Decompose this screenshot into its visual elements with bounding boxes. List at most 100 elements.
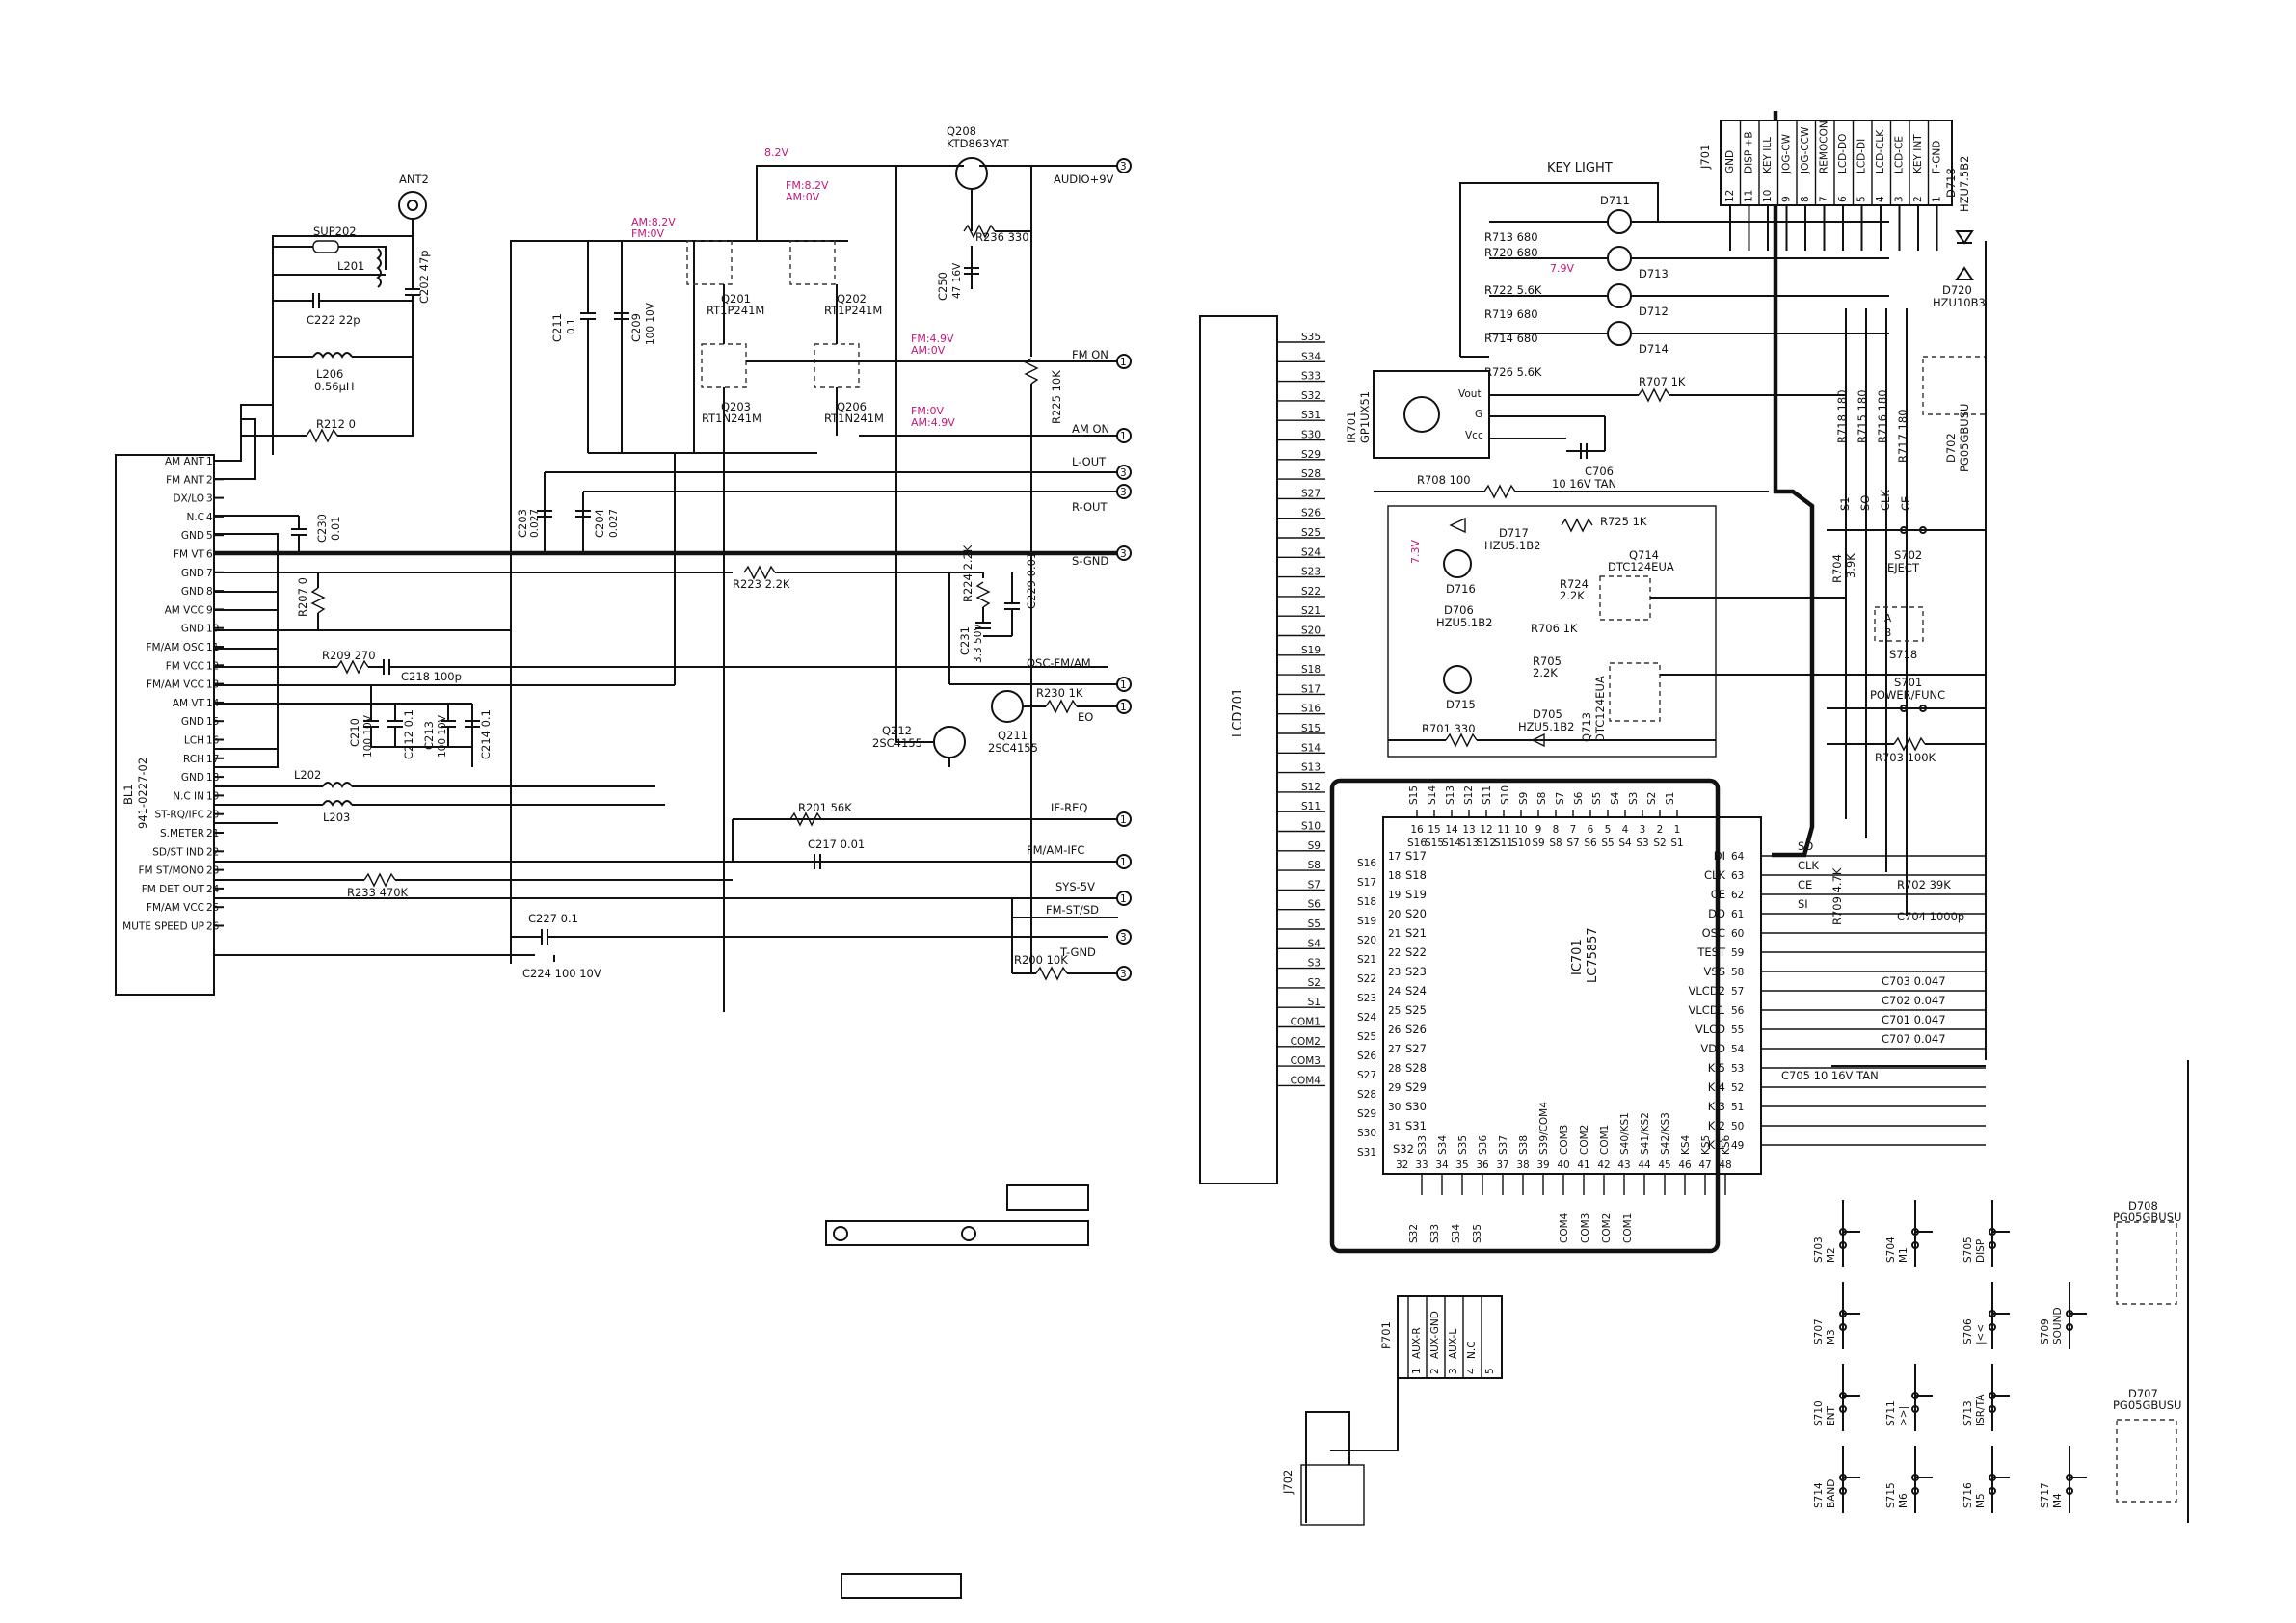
d718-label: D718	[1944, 168, 1958, 198]
ic-left-outer: S28	[1357, 1089, 1376, 1101]
switch-name: M1	[1898, 1247, 1909, 1263]
ic-left-sig: S29	[1405, 1080, 1427, 1094]
ic-bottom-outer: COM4	[1559, 1212, 1570, 1243]
ic-bottom-outer: COM1	[1622, 1213, 1634, 1243]
lcd-pin: COM1	[1291, 1017, 1321, 1028]
pin-32-sig: S32	[1393, 1142, 1414, 1156]
j701-pin-number: 2	[1912, 196, 1924, 202]
ic-top-pin: 13	[1462, 824, 1475, 836]
ic-bottom-pin: 34	[1435, 1159, 1449, 1171]
ic-left-outer: S26	[1357, 1051, 1376, 1062]
ic-top-sig: S14	[1442, 838, 1461, 849]
tuner-pin-label: GND	[181, 586, 204, 598]
switch-name: BAND	[1826, 1479, 1837, 1508]
lcd-pin: S10	[1301, 821, 1321, 833]
ic-left-pin: 19	[1388, 890, 1401, 901]
lcd-pin: S26	[1301, 508, 1321, 519]
ic-left-pin: 30	[1388, 1102, 1401, 1113]
switch-contact-b	[1989, 1241, 1996, 1249]
tuner-pin-number: 17	[206, 754, 219, 765]
ic-right-pin: 53	[1731, 1063, 1744, 1075]
switch-contact-b	[1839, 1487, 1847, 1495]
l203-label: L203	[323, 811, 350, 824]
ic-right-pin: 55	[1731, 1024, 1744, 1036]
s701-label: S701	[1894, 676, 1922, 689]
ic-left-sig: S18	[1405, 868, 1427, 882]
d708-label: D708	[2128, 1199, 2158, 1212]
ic-bottom-pin: 37	[1496, 1159, 1508, 1171]
svg-text:SYS-5V: SYS-5V	[1055, 880, 1095, 893]
s701-name: POWER/FUNC	[1870, 688, 1945, 702]
ic-top-outer: S6	[1573, 791, 1585, 805]
switch-ref: S711	[1885, 1400, 1897, 1426]
ic-ref: IC701	[1570, 939, 1585, 975]
ic-left-sig: S26	[1405, 1023, 1427, 1036]
r705-value: 2.2K	[1533, 666, 1558, 679]
tuner-pin-number: 15	[206, 716, 219, 728]
ic-bottom-outer: S34	[1451, 1224, 1462, 1243]
ic-top-pin: 9	[1535, 824, 1542, 836]
switch-name: ENT	[1826, 1406, 1837, 1426]
c203-value: 0.027	[529, 509, 541, 538]
ic-bottom-sig: S38	[1518, 1135, 1530, 1155]
tuner-pin-number: 2	[206, 474, 213, 486]
svg-text:SI: SI	[1798, 897, 1808, 911]
c213-label: C213	[422, 721, 436, 750]
j701-pin-number: 11	[1744, 190, 1755, 202]
supply-switching: 8.2V Q208 KTD863YAT AUDIO+9V R236 330 C2…	[511, 124, 1118, 1012]
switch-name: M5	[1975, 1493, 1987, 1508]
c705-label: C705 10 16V TAN	[1781, 1069, 1879, 1082]
switch-name: M6	[1898, 1493, 1909, 1508]
ic-bottom-pin: 36	[1476, 1159, 1489, 1171]
svg-text:3: 3	[1120, 969, 1127, 980]
lcd-pin: S2	[1308, 977, 1321, 989]
lcd-pin: S4	[1308, 938, 1322, 949]
switch-name: |<<	[1975, 1324, 1987, 1344]
tuner-pin-label: FM/AM OSC	[147, 642, 204, 653]
r707-label: R707 1K	[1639, 375, 1686, 388]
ic-bottom-outer: S35	[1472, 1224, 1483, 1243]
sup202-label: SUP202	[313, 225, 357, 238]
tuner-pin-number: 22	[206, 846, 219, 858]
ic-left-outer: S29	[1357, 1108, 1376, 1120]
ic-right-pin: 50	[1731, 1121, 1744, 1132]
d702-label: D702	[1944, 433, 1958, 463]
r703-label: R703 100K	[1875, 751, 1936, 764]
lcd-pin: S32	[1301, 390, 1321, 402]
switch-contact-a	[1989, 1310, 1996, 1317]
ic-top-sig: S4	[1618, 838, 1632, 849]
svg-text:S-GND: S-GND	[1072, 554, 1108, 568]
lcd-pin: S33	[1301, 371, 1321, 383]
c224-label: C224 100 10V	[522, 967, 601, 980]
lcd-pin: S35	[1301, 332, 1321, 343]
switch-name: M3	[1826, 1329, 1837, 1344]
j701-pin-number: 10	[1762, 190, 1774, 202]
tuner-wiring: C230 0.01 R223 2.2K R207 0 R209 270 C218…	[214, 240, 1118, 980]
ic-top-outer: S12	[1463, 785, 1475, 805]
ic-right-sig: KI5	[1708, 1061, 1725, 1075]
tuner-pin-label: MUTE SPEED UP	[122, 921, 204, 933]
switch-ref: S705	[1962, 1237, 1974, 1263]
ic-bottom-pin: 33	[1415, 1159, 1428, 1171]
tuner-pin-label: ST-RQ/IFC	[155, 810, 204, 821]
s718-b: B	[1884, 627, 1891, 639]
key-light-led	[1607, 209, 1632, 234]
ic-left-outer: S31	[1357, 1147, 1376, 1158]
key-light-resistor: R714 680	[1484, 332, 1538, 345]
tuner-pin-number: 18	[206, 772, 219, 784]
d702-part: PG05GBUSU	[1958, 404, 1971, 472]
j701-pin-label: KEY INT	[1912, 134, 1924, 173]
svg-text:3: 3	[1120, 487, 1127, 498]
ic-top-sig: S11	[1494, 838, 1513, 849]
ic-top-pin: 16	[1410, 824, 1424, 836]
lcd-pin: S27	[1301, 488, 1321, 499]
ic-left-outer: S23	[1357, 993, 1376, 1004]
ic-top-outer: S13	[1445, 785, 1456, 805]
ic-left-outer: S25	[1357, 1031, 1376, 1043]
r223-label: R223 2.2K	[733, 577, 790, 591]
ic-right-sig: KI1	[1708, 1138, 1725, 1152]
d705-part: HZU5.1B2	[1518, 720, 1574, 733]
tuner-pin-label: DX/LO	[173, 493, 204, 505]
switch-ref: S709	[2040, 1318, 2051, 1344]
